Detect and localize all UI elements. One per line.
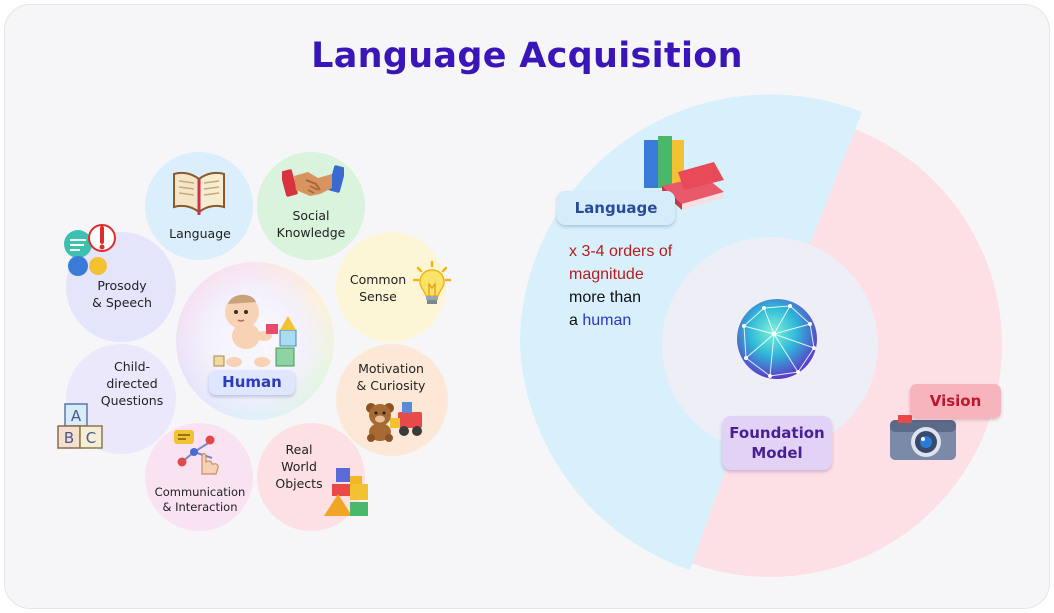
speech-bubbles-icon [64, 224, 116, 276]
desc-line-4: a human [569, 312, 632, 329]
svg-text:C: C [86, 429, 96, 447]
label-common-sense: Common Sense [349, 272, 407, 304]
camera-icon [890, 415, 956, 460]
desc-line-1: x 3-4 orders of [569, 243, 673, 260]
label-language: Language [169, 226, 231, 241]
desc-line-2: magnitude [569, 266, 644, 283]
page-title: Language Acquisition [311, 36, 743, 76]
neural-globe-icon [737, 299, 817, 379]
label-prosody-speech: Prosody & Speech [92, 278, 152, 310]
bubble-communication-interaction [145, 423, 253, 531]
human-label: Human [209, 370, 295, 395]
desc-human-highlight: human [582, 312, 632, 329]
scale-description: x 3-4 orders of magnitude more than a hu… [569, 240, 719, 332]
open-book-icon [173, 171, 225, 215]
touch-network-icon [174, 430, 219, 475]
label-child-directed-questions: Child- directed Questions [100, 359, 164, 408]
baby-icon [213, 294, 297, 367]
toy-blocks-icon [324, 468, 368, 516]
label-social-knowledge: Social Knowledge [276, 208, 346, 240]
language-tag: Language [557, 191, 675, 225]
foundation-model-tag: Foundation Model [722, 416, 832, 470]
abc-blocks-icon: A B C [57, 403, 103, 449]
label-communication-interaction: Communication & Interaction [154, 485, 246, 514]
handshake-icon [282, 165, 344, 197]
svg-text:A: A [71, 407, 82, 425]
label-real-world-objects: Real World Objects [275, 442, 323, 491]
bubble-social-knowledge [257, 152, 365, 260]
svg-text:B: B [64, 429, 74, 447]
desc-line-3: more than [569, 289, 642, 306]
label-motivation-curiosity: Motivation & Curiosity [356, 361, 426, 393]
teddy-bear-train-icon [366, 402, 422, 442]
lightbulb-icon [412, 260, 452, 304]
vision-tag: Vision [910, 384, 1001, 418]
